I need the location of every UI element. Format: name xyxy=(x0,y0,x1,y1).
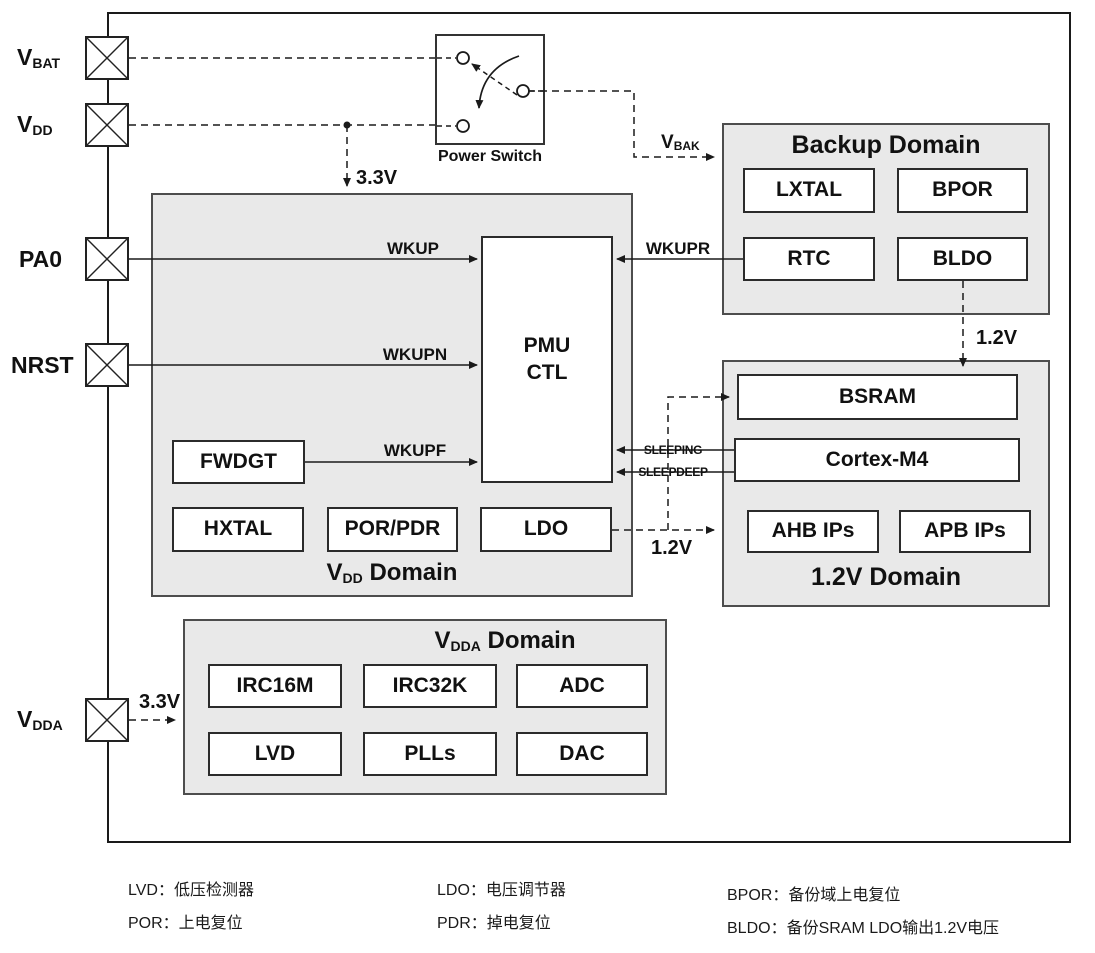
vdda-domain-title-v: V xyxy=(434,627,451,654)
legend-bldo: BLDO：备份SRAM LDO输出1.2V电压 xyxy=(727,920,1000,937)
block-bsram: BSRAM xyxy=(737,374,1018,420)
label-wkupr: WKUPR xyxy=(645,239,711,258)
pin-label-vdda: VDDA xyxy=(17,706,63,733)
block-irc32k: IRC32K xyxy=(363,664,497,708)
pin-pa0-icon xyxy=(85,237,129,281)
label-wkup: WKUP xyxy=(387,239,439,258)
power-switch-box xyxy=(435,34,545,145)
pin-label-vbat-main: V xyxy=(17,44,33,70)
pin-label-vdda-main: V xyxy=(17,706,33,732)
legend-ldo: LDO：电压调节器 xyxy=(437,882,566,899)
block-rtc: RTC xyxy=(743,237,875,281)
block-dac: DAC xyxy=(516,732,648,776)
block-bldo: BLDO xyxy=(897,237,1028,281)
pin-label-pa0: PA0 xyxy=(19,246,62,273)
label-12v-bldo: 1.2V xyxy=(976,327,1018,349)
pin-label-vbat-sub: BAT xyxy=(32,55,61,71)
block-lvd: LVD xyxy=(208,732,342,776)
pin-label-vdd-sub: DD xyxy=(32,122,53,138)
block-plls: PLLs xyxy=(363,732,497,776)
pin-vbat-icon xyxy=(85,36,129,80)
pin-label-vdda-sub: DDA xyxy=(32,717,63,733)
backup-domain: Backup Domain xyxy=(722,123,1050,315)
pin-vdd-icon xyxy=(85,103,129,147)
label-vbak-sub: BAK xyxy=(673,139,700,153)
pin-nrst-icon xyxy=(85,343,129,387)
pin-label-vbat: VBAT xyxy=(17,44,60,71)
vdd-domain-title-v: V xyxy=(326,559,343,586)
pin-label-vdd: VDD xyxy=(17,111,53,138)
pin-label-vdd-main: V xyxy=(17,111,33,137)
vdda-domain-title-sub: DDA xyxy=(450,638,481,654)
block-pmu-ctl: PMU CTL xyxy=(481,236,613,483)
label-sleepdeep: SLEEPDEEP xyxy=(638,465,708,479)
block-ldo: LDO xyxy=(480,507,612,552)
block-hxtal: HXTAL xyxy=(172,507,304,552)
label-wkupf: WKUPF xyxy=(383,441,447,460)
legend-por: POR：上电复位 xyxy=(128,915,243,932)
pin-vdda-icon xyxy=(85,698,129,742)
block-cortex-m4: Cortex-M4 xyxy=(734,438,1020,482)
label-12v-ldo: 1.2V xyxy=(651,537,693,559)
pin-label-nrst: NRST xyxy=(11,352,74,379)
vdda-domain-title-rest: Domain xyxy=(480,627,576,654)
vdd-domain-title-rest: Domain xyxy=(362,559,458,586)
legend-bpor: BPOR：备份域上电复位 xyxy=(727,887,901,904)
v12-domain-title: 1.2V Domain xyxy=(810,563,962,591)
chip-outline xyxy=(107,12,1071,843)
block-adc: ADC xyxy=(516,664,648,708)
vdda-domain-title: VDDA Domain xyxy=(265,627,745,655)
backup-domain-title: Backup Domain xyxy=(791,131,981,159)
vdd-domain-title: VDD Domain xyxy=(153,559,631,587)
legend-pdr: PDR：掉电复位 xyxy=(437,915,551,932)
label-33v-vdda: 3.3V xyxy=(139,691,181,713)
block-bpor: BPOR xyxy=(897,168,1028,213)
pin-label-nrst-main: NRST xyxy=(11,352,74,378)
power-switch-label: Power Switch xyxy=(437,148,543,165)
label-vbak-main: V xyxy=(661,132,674,153)
legend-lvd: LVD：低压检测器 xyxy=(128,882,254,899)
block-lxtal: LXTAL xyxy=(743,168,875,213)
block-irc16m: IRC16M xyxy=(208,664,342,708)
block-por-pdr: POR/PDR xyxy=(327,507,458,552)
pin-label-pa0-main: PA0 xyxy=(19,246,63,272)
vdd-domain-title-sub: DD xyxy=(342,570,363,586)
block-fwdgt: FWDGT xyxy=(172,440,305,484)
block-ahb-ips: AHB IPs xyxy=(747,510,879,553)
block-apb-ips: APB IPs xyxy=(899,510,1031,553)
label-sleeping: SLEEPING xyxy=(643,443,703,457)
label-33v-top: 3.3V xyxy=(356,167,398,189)
label-wkupn: WKUPN xyxy=(382,345,448,364)
label-vbak: VBAK xyxy=(661,132,700,154)
